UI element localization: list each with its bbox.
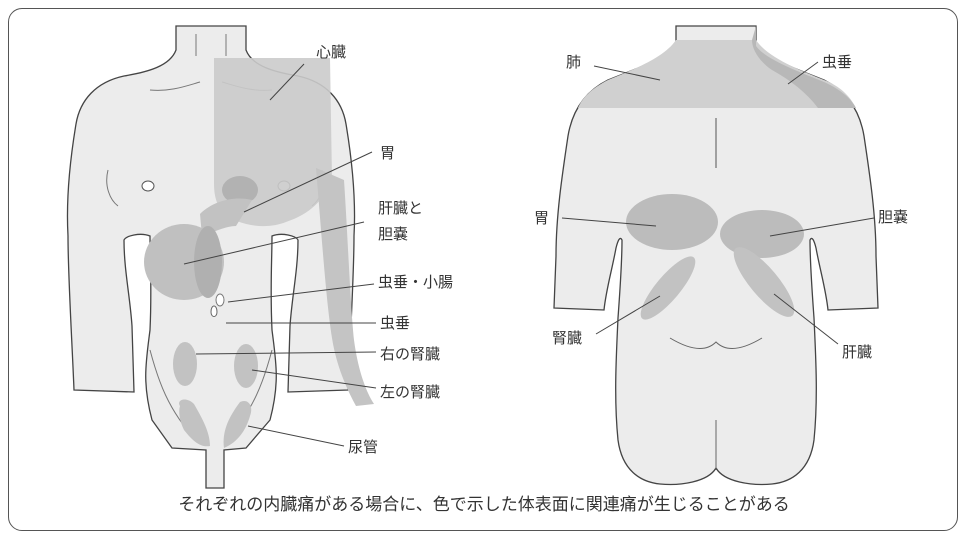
label-back-appendix: 虫垂 <box>822 53 853 71</box>
label-back-liver: 肝臓 <box>842 343 873 361</box>
leader-ureter <box>247 425 345 447</box>
label-ureter: 尿管 <box>348 438 379 456</box>
back-lung-region <box>578 40 856 108</box>
label-left-kidney: 左の腎臓 <box>380 383 441 401</box>
back-body <box>553 25 879 486</box>
back-pain-regions <box>578 26 856 320</box>
front-stomach-region <box>222 176 258 204</box>
back-leader-lines <box>561 61 875 345</box>
label-right-kidney: 右の腎臓 <box>380 345 441 363</box>
label-back-stomach: 胃 <box>534 209 550 227</box>
back-appendix-shoulder-region <box>752 26 856 108</box>
figure-frame <box>8 8 958 531</box>
leader-heart <box>269 63 305 101</box>
back-gallbladder-region <box>720 210 804 258</box>
label-appendix-small-intestine: 虫垂・小腸 <box>378 273 454 291</box>
front-left-arm-region <box>316 168 374 406</box>
back-stomach-region <box>626 194 718 250</box>
front-appendix-dot <box>215 293 225 307</box>
front-nipple-right <box>141 180 155 192</box>
leader-lung <box>593 65 661 81</box>
label-appendix: 虫垂 <box>380 314 411 332</box>
label-heart: 心臓 <box>316 43 347 61</box>
leader-back-appendix <box>787 61 819 85</box>
label-liver-gallbladder-line2: 胆嚢 <box>378 225 409 243</box>
back-kidney-region <box>640 256 696 320</box>
label-back-kidney: 腎臓 <box>552 329 583 347</box>
back-liver-region <box>733 247 795 317</box>
back-lumbar-line <box>669 337 763 349</box>
label-stomach: 胃 <box>380 144 396 162</box>
front-leader-lines <box>183 63 377 447</box>
leader-right-kidney <box>195 351 377 355</box>
front-stomach-band <box>200 198 252 236</box>
figure-caption: それぞれの内臓痛がある場合に、色で示した体表面に関連痛が生じることがある <box>178 495 790 515</box>
front-navel <box>210 305 218 317</box>
leader-appendix-small-intestine <box>227 283 375 303</box>
front-left-ureter-region <box>223 400 252 448</box>
label-lung: 肺 <box>566 53 582 71</box>
leader-stomach <box>243 151 373 213</box>
front-right-kidney-region <box>173 342 197 386</box>
leader-back-kidney <box>595 295 661 335</box>
front-gallbladder-region <box>194 226 222 298</box>
leader-liver-gallbladder <box>183 221 365 265</box>
leader-back-stomach <box>561 217 657 227</box>
leader-back-gallbladder <box>769 217 875 237</box>
leader-back-liver <box>773 293 839 345</box>
label-liver-gallbladder-line1: 肝臓と <box>378 199 424 217</box>
label-back-gallbladder: 胆嚢 <box>878 208 909 226</box>
leader-left-kidney <box>251 369 377 389</box>
front-right-ureter-region <box>179 399 210 447</box>
front-neck-line <box>195 34 227 56</box>
front-left-kidney-region <box>234 344 258 388</box>
